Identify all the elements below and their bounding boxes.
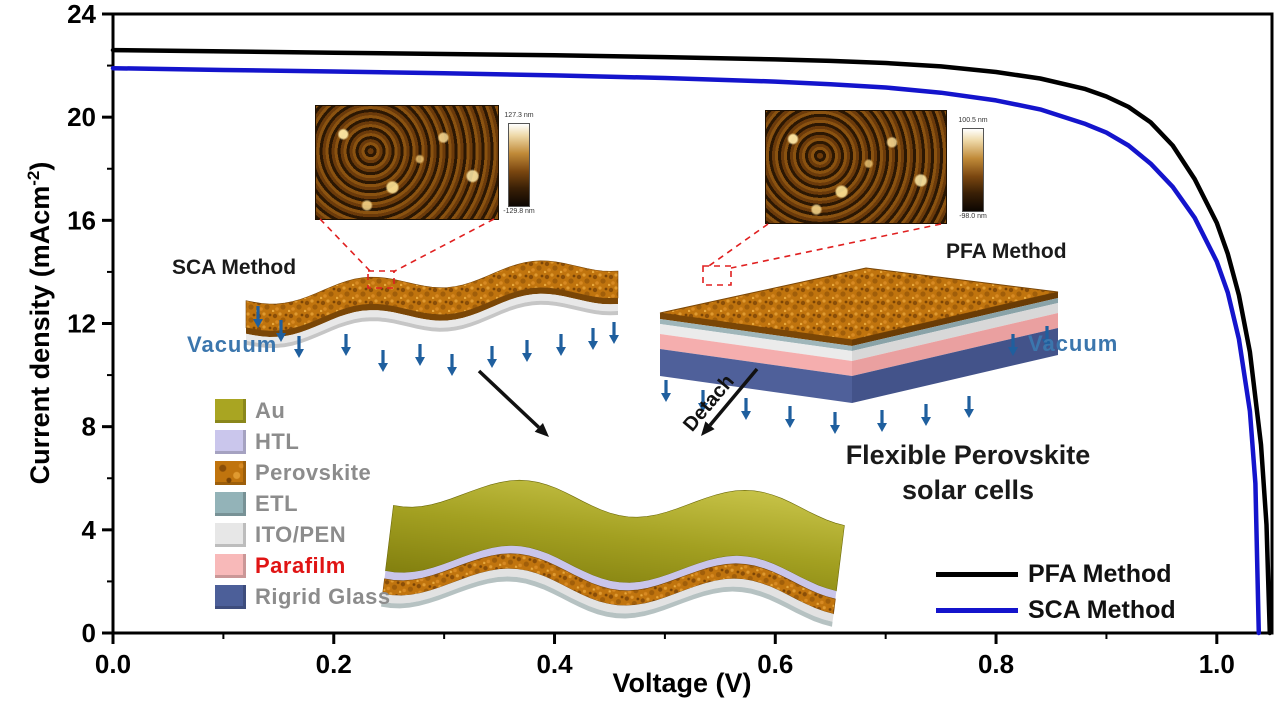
afm-pfa-colorbar [962,128,984,212]
x-tick-label: 0.2 [316,649,352,679]
layer-legend-row: ITO/PEN [215,522,391,547]
layer-label: Perovskite [255,459,372,485]
layer-swatch-perovskite [215,460,246,485]
afm-sca-scale-max: 127.3 nm [504,112,534,119]
afm-image-pfa [765,110,947,224]
legend-label: SCA Method [1028,596,1176,624]
afm-pfa-scale-min: -98.0 nm [959,213,987,220]
legend-label: PFA Method [1028,560,1172,588]
layer-label: Au [255,397,286,423]
x-tick-label: 0.0 [95,649,131,679]
layer-label: Parafilm [255,552,346,578]
layer-label: Rigrid Glass [255,583,391,609]
layer-swatch-parafilm [215,553,246,578]
flexible-cells-caption: Flexible Perovskite solar cells [800,438,1136,507]
layer-legend-row: HTL [215,429,391,454]
layer-label: ITO/PEN [255,521,347,547]
afm-image-sca [315,105,499,220]
curve-legend-row: PFA Method [936,560,1176,589]
y-tick-label: 16 [67,205,96,235]
x-tick-label: 0.8 [978,649,1014,679]
y-tick-label: 12 [67,309,96,339]
afm-zoom-connectors [319,218,942,289]
layer-swatch-au [215,398,246,423]
y-tick-label: 4 [82,515,97,545]
layer-legend-row: Rigrid Glass [215,584,391,609]
sca-method-label: SCA Method [172,256,297,279]
afm-sca-colorbar [508,123,530,207]
detach-label: Detach [679,370,739,436]
vacuum-label-right: Vacuum [1028,331,1119,356]
afm-pfa-scale-max: 100.5 nm [958,117,988,124]
flexible-cell-illustration [381,479,845,627]
layer-swatch-rigrid-glass [215,584,246,609]
legend-line-pfa-method [936,572,1018,577]
layer-legend-row: Au [215,398,391,423]
layer-swatch-htl [215,429,246,454]
layer-legend-row: Parafilm [215,553,391,578]
afm-sca-scale-min: -129.8 nm [503,208,535,215]
y-tick-label: 0 [82,618,96,648]
layer-label: ETL [255,490,299,516]
x-axis-title: Voltage (V) [612,668,752,698]
layer-swatch-etl [215,491,246,516]
legend-line-sca-method [936,608,1018,613]
layer-label: HTL [255,428,300,454]
sca-film-illustration [245,260,619,348]
vacuum-label-left: Vacuum [187,332,278,357]
y-tick-label: 8 [82,412,96,442]
layer-swatch-ito-pen [215,522,246,547]
flexible-caption-line1: Flexible Perovskite [845,440,1091,470]
pfa-method-label: PFA Method [946,240,1067,263]
flexible-caption-line2: solar cells [901,474,1035,505]
curve-legend-row: SCA Method [936,596,1176,625]
y-tick-label: 24 [67,0,96,29]
layer-legend-row: ETL [215,491,391,516]
layer-legend-row: Perovskite [215,460,391,485]
y-axis-title: Current density (mAcm-2) [24,161,55,485]
x-tick-label: 1.0 [1199,649,1235,679]
y-tick-label: 20 [67,102,96,132]
y-axis-title-superscript: -2 [24,170,43,186]
